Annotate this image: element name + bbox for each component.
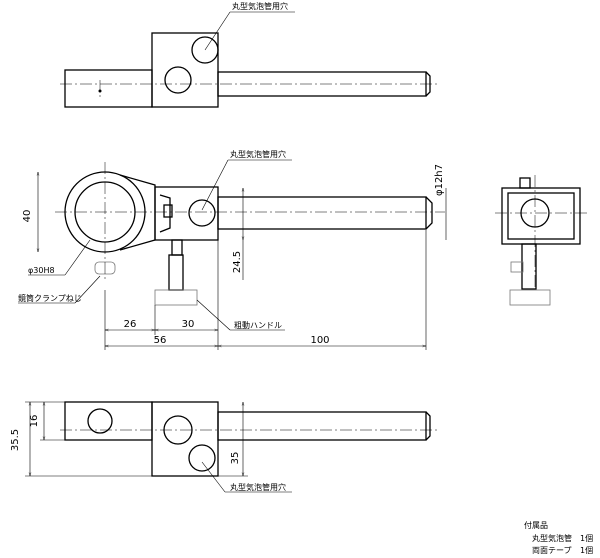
front-view: 40 24.5 φ12h7 26 30 56 100 丸型気泡管用穴 φ30H8… <box>18 149 447 350</box>
bore-diameter-label: φ30H8 <box>28 266 55 275</box>
rod-diameter-label: φ12h7 <box>434 164 445 196</box>
dim-35-5: 35.5 <box>10 429 21 451</box>
dim-40: 40 <box>22 210 33 223</box>
level-hole-label: 丸型気泡管用穴 <box>230 482 286 492</box>
dim-26: 26 <box>124 319 137 330</box>
dim-100: 100 <box>310 335 329 346</box>
level-hole-label: 丸型気泡管用穴 <box>232 1 288 11</box>
dim-30: 30 <box>182 319 195 330</box>
dim-16: 16 <box>29 415 40 428</box>
coarse-handle-label: 粗動ハンドル <box>234 320 282 330</box>
accessory-qty: 1個 <box>580 533 593 543</box>
accessories-title: 付属品 <box>524 520 548 530</box>
accessory-qty: 1個 <box>580 545 593 555</box>
dim-24-5: 24.5 <box>232 251 243 273</box>
side-view <box>495 175 588 306</box>
accessories-list: 付属品 丸型気泡管 1個 両面テープ 1個 <box>524 520 593 555</box>
accessory-name: 丸型気泡管 <box>532 533 572 543</box>
dim-35: 35 <box>230 452 241 465</box>
clamp-screw-label: 鏡筒クランプねじ <box>18 293 82 303</box>
bottom-view: 35.5 16 35 丸型気泡管用穴 <box>10 401 440 493</box>
level-hole-label: 丸型気泡管用穴 <box>230 149 286 159</box>
dim-56: 56 <box>154 335 167 346</box>
top-view: 丸型気泡管用穴 <box>60 1 440 108</box>
accessory-name: 両面テープ <box>532 546 572 555</box>
